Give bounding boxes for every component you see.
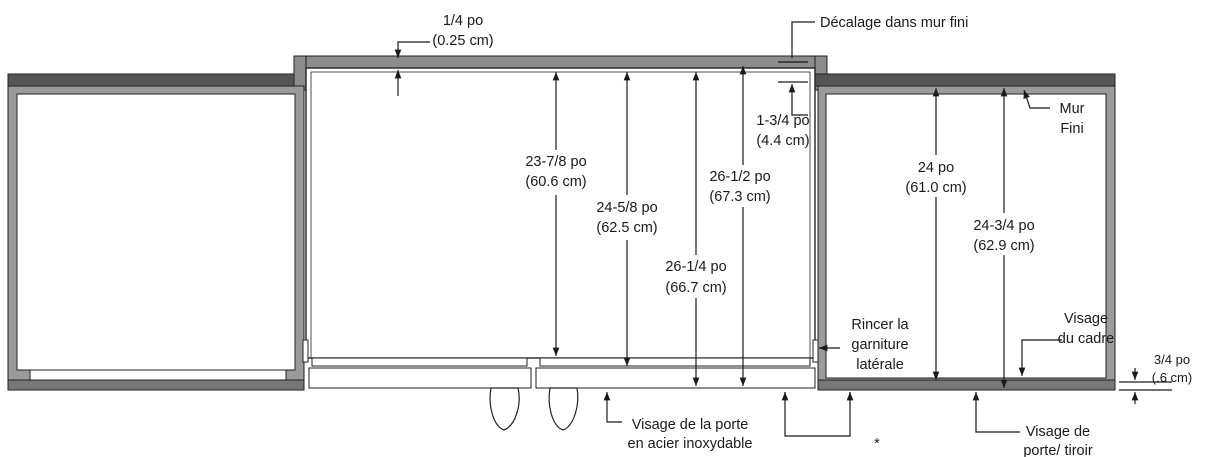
d6-imperial: 24-3/4 po (973, 218, 1034, 234)
dimension-lines (394, 21, 1172, 437)
d1-imperial: 23-7/8 po (525, 154, 586, 170)
d6-metric: (62.9 cm) (973, 238, 1034, 254)
door-panels (308, 357, 816, 389)
door-face-label-2: en acier inoxydable (628, 436, 753, 452)
flush-trim-label-1: Rincer la (851, 317, 909, 333)
door-handles (489, 387, 579, 431)
offset-depth-imperial: 1-3/4 po (756, 113, 809, 129)
frame-face-label-1: Visage (1064, 311, 1108, 327)
door-face-label-1: Visage de la porte (632, 417, 749, 433)
offset-depth-metric: (4.4 cm) (756, 133, 809, 149)
d3-imperial: 26-1/4 po (665, 259, 726, 275)
door-proud-imperial: 3/4 po (1154, 352, 1190, 367)
top-gap-imperial: 1/4 po (443, 13, 483, 29)
d4-metric: (67.3 cm) (709, 189, 770, 205)
finished-wall-label-1: Mur (1060, 101, 1085, 117)
finished-wall-label-2: Fini (1060, 121, 1083, 137)
d5-metric: (61.0 cm) (905, 180, 966, 196)
d4-imperial: 26-1/2 po (709, 169, 770, 185)
left-cabinet (7, 85, 305, 391)
flush-trim-label-3: latérale (856, 357, 904, 373)
drawer-face-label-2: porte/ tiroir (1023, 443, 1092, 457)
right-cabinet (817, 85, 1116, 391)
d5-imperial: 24 po (918, 160, 954, 176)
asterisk-note: * (874, 436, 880, 452)
offset-note: Décalage dans mur fini (820, 15, 968, 31)
flush-trim-label-2: garniture (851, 337, 908, 353)
appliance-body (302, 67, 819, 363)
d1-metric: (60.6 cm) (525, 174, 586, 190)
top-gap-metric: (0.25 cm) (432, 33, 493, 49)
d2-metric: (62.5 cm) (596, 220, 657, 236)
d3-metric: (66.7 cm) (665, 280, 726, 296)
frame-face-label-2: du cadre (1058, 331, 1114, 347)
dimension-labels: 1/4 po (0.25 cm) Décalage dans mur fini … (432, 13, 1192, 457)
d2-imperial: 24-5/8 po (596, 200, 657, 216)
door-proud-metric: (.6 cm) (1152, 370, 1192, 385)
drawer-face-label-1: Visage de (1026, 424, 1090, 440)
